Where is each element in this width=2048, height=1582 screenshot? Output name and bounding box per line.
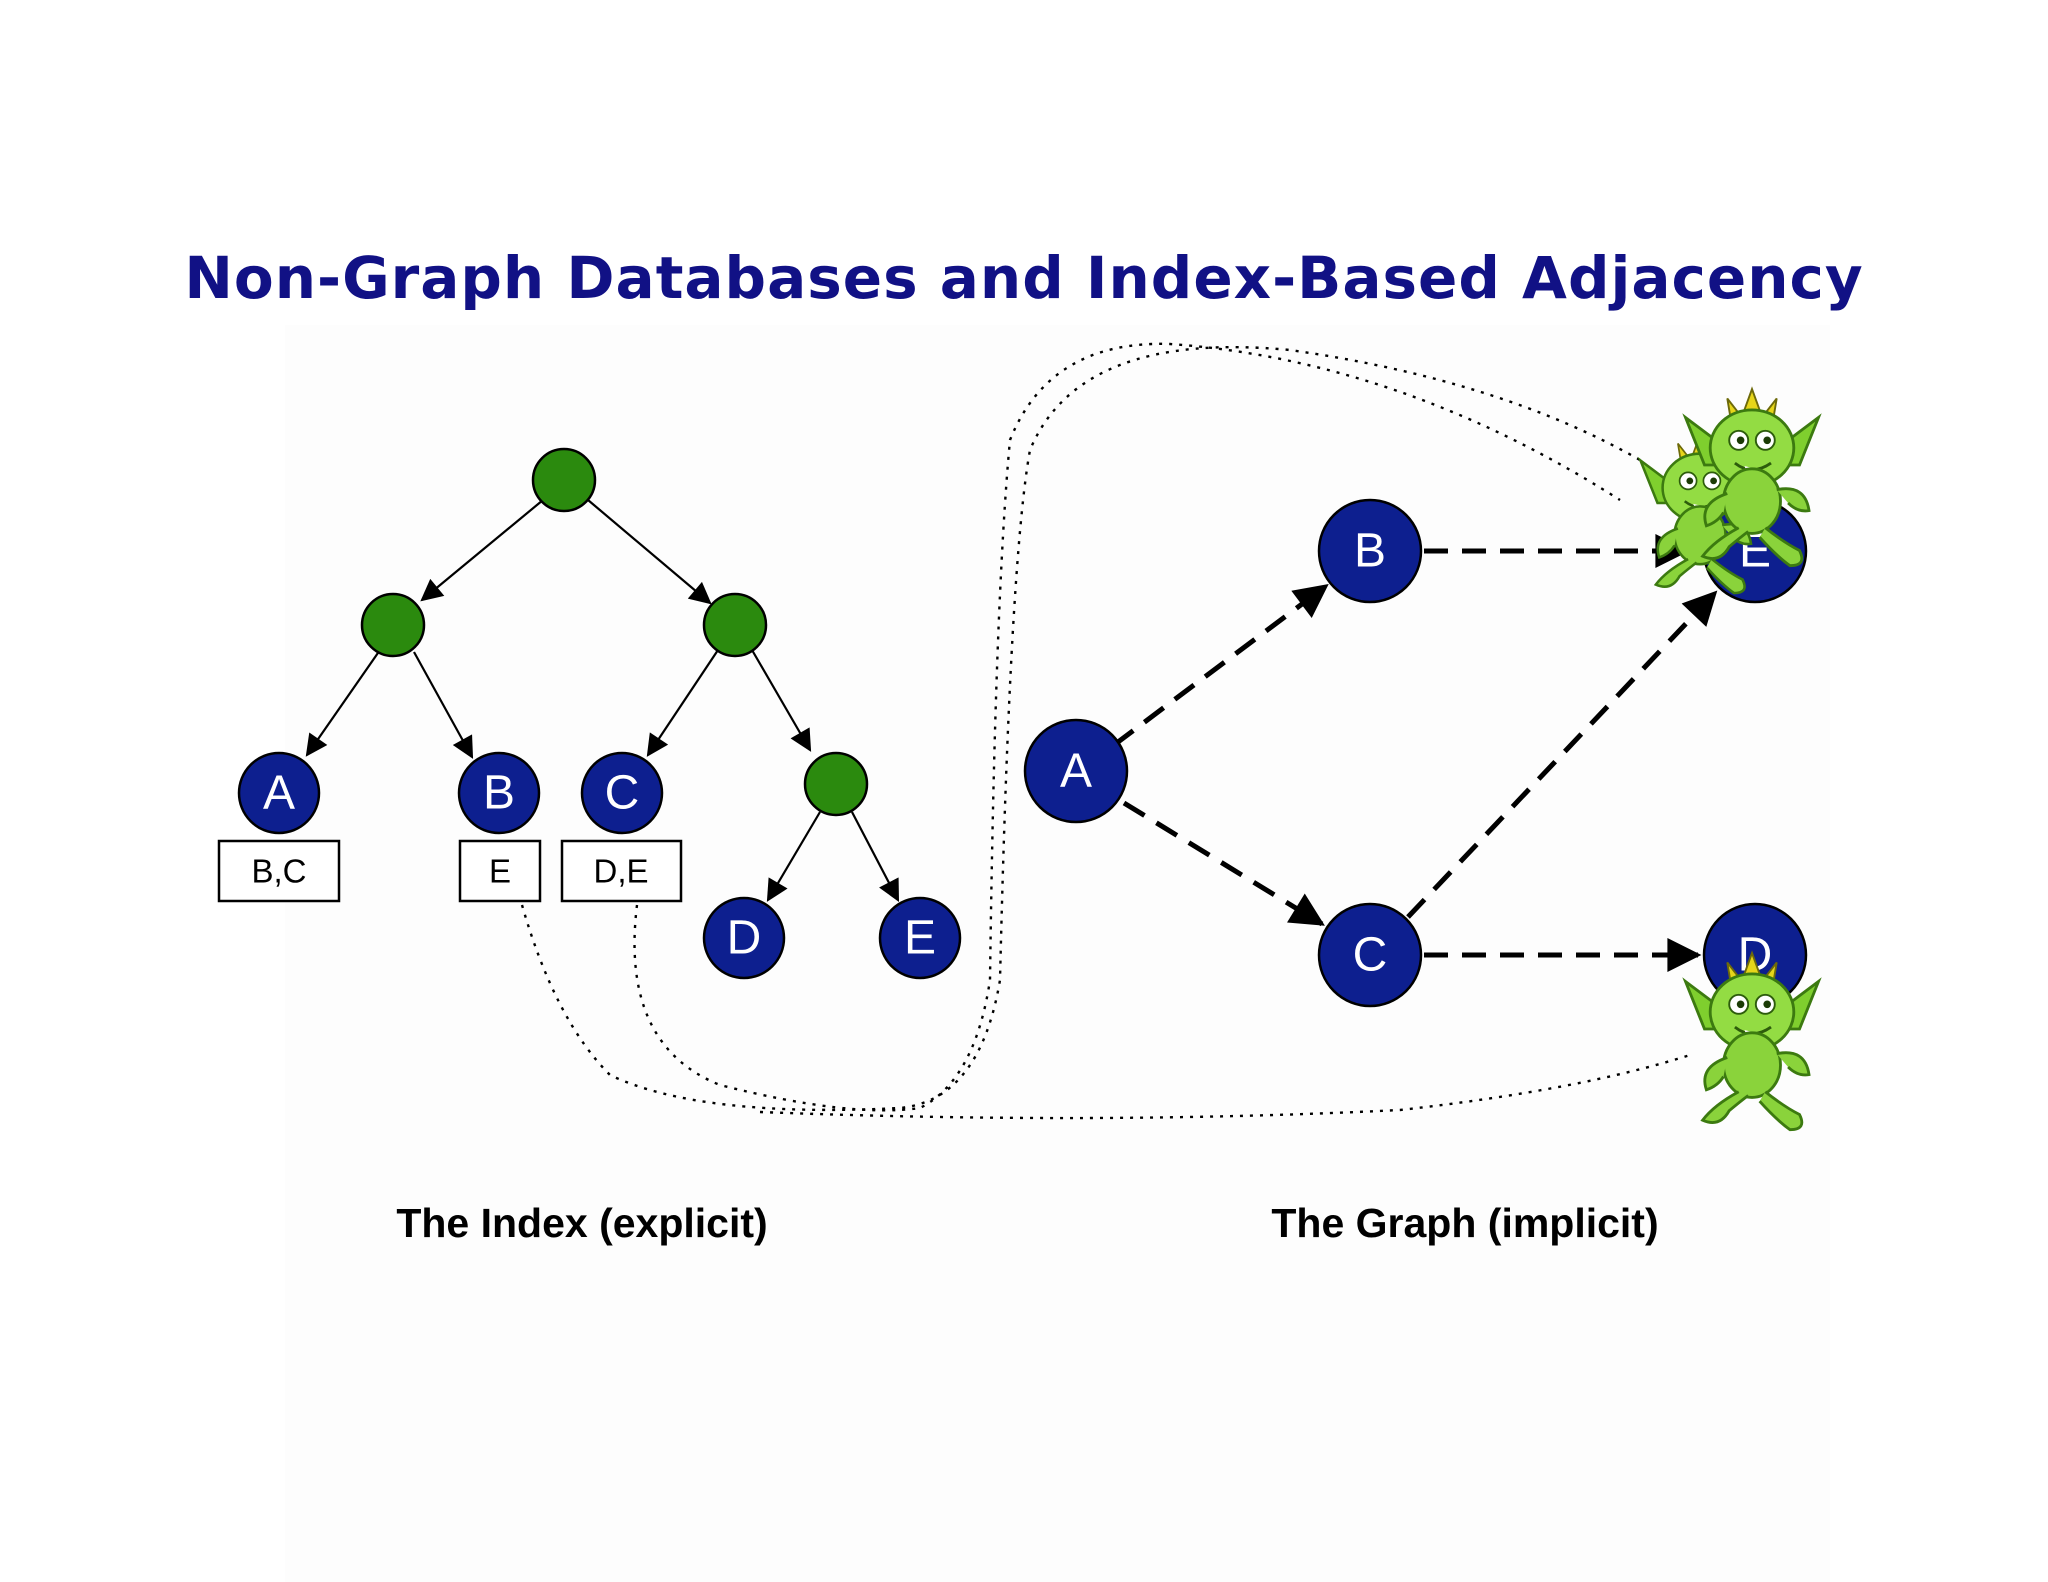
index-leaf-b (457, 751, 541, 835)
index-leaf-e (878, 896, 962, 980)
index-leaf-d-label: D (727, 912, 762, 965)
index-leaf-d (702, 896, 786, 980)
tree-edge (413, 651, 474, 759)
graph-vertex-b-label: B (1354, 525, 1386, 578)
adjacency-box-c-label: D,E (593, 853, 648, 890)
tree-edge (751, 649, 812, 752)
index-internal-node (803, 751, 869, 817)
index-leaf-a-label: A (263, 767, 295, 820)
index-internal-node (702, 592, 768, 658)
tree-edge (851, 811, 900, 902)
slide-title: Non-Graph Databases and Index-Based Adja… (184, 244, 1864, 312)
adjacency-box-a (217, 839, 341, 903)
graph-caption: The Graph (implicit) (1271, 1200, 1659, 1246)
graph-vertex-a-label: A (1060, 745, 1092, 798)
adjacency-box-b (458, 839, 542, 903)
tree-edge (420, 499, 544, 602)
dotted-link-c-to-gremlin-d (759, 1053, 1691, 1120)
index-leaf-c-label: C (605, 767, 640, 820)
index-leaf-e-label: E (904, 912, 936, 965)
graph-edge-a-b (1112, 583, 1329, 747)
dotted-link-b-to-gremlin (520, 346, 1641, 1112)
graph-vertex-c (1317, 902, 1423, 1008)
adjacency-box-b-label: E (489, 853, 511, 890)
adjacency-box-c (560, 839, 683, 903)
index-leaf-b-label: B (483, 767, 515, 820)
graph-vertex-a (1023, 718, 1129, 824)
index-leaf-a (237, 751, 321, 835)
tree-edge (587, 499, 712, 605)
slide-panel (285, 325, 1830, 1582)
index-leaf-c (580, 751, 664, 835)
index-caption: The Index (explicit) (396, 1200, 768, 1246)
graph-edge-a-c (1122, 800, 1325, 927)
tree-edge (766, 811, 821, 902)
index-internal-node (531, 447, 597, 513)
tree-edge (305, 649, 381, 757)
tree-edge (646, 649, 719, 757)
graph-vertex-b (1317, 498, 1423, 604)
graph-vertex-c-label: C (1353, 929, 1388, 982)
index-internal-node (360, 592, 426, 658)
adjacency-box-a-label: B,C (251, 853, 306, 890)
